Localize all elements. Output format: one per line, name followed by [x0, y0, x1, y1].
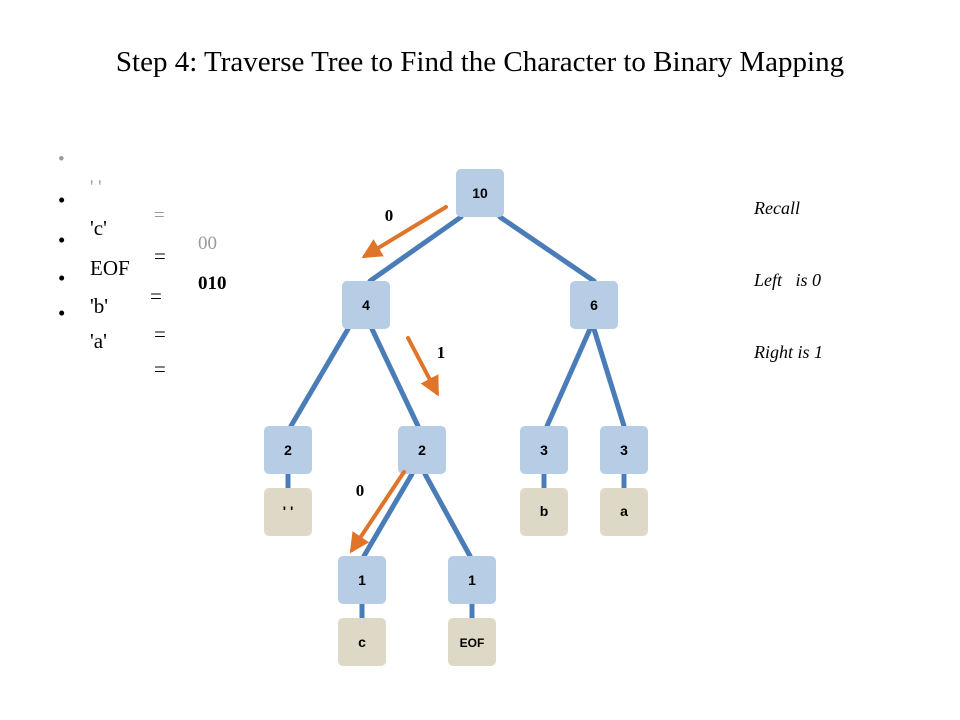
- mapping-char: 'c': [90, 216, 107, 240]
- tree-node: [456, 169, 504, 217]
- mapping-char: 'b': [90, 294, 109, 318]
- edge-6-3b: [591, 326, 627, 429]
- traversal-arrow-3: [349, 470, 406, 554]
- tree-node-label: 2: [284, 442, 292, 458]
- tree-node: [600, 426, 648, 474]
- mapping-row-space: • ' ' = 00: [58, 118, 217, 254]
- traversal-arrow-2: [406, 336, 439, 397]
- tree-nodes: 10 4 6 2 2 3 3 1 1: [264, 169, 648, 604]
- mapping-row-c: • 'c' = 010: [58, 158, 227, 294]
- tree-node-label: 3: [620, 442, 628, 458]
- tree-node: [570, 281, 618, 329]
- recall-title: Recall: [754, 198, 800, 218]
- tree-node-label: 1: [468, 572, 476, 588]
- mapping-equals: =: [150, 284, 162, 308]
- edge-4-2b: [369, 326, 421, 429]
- recall-note: Recall Left is 0 Right is 1: [754, 148, 823, 388]
- bullet: •: [58, 149, 65, 170]
- recall-left: Left is 0: [754, 270, 822, 290]
- mapping-equals: =: [154, 244, 166, 268]
- tree-leaf-label: ' ': [283, 503, 294, 519]
- traversal-arrows: [349, 205, 448, 554]
- tree-leaf-label: a: [620, 503, 628, 519]
- edge-6-3a: [544, 326, 593, 429]
- edge-root-4: [367, 214, 464, 284]
- mapping-code: 00: [198, 233, 217, 254]
- tree-leaf: [600, 488, 648, 536]
- tree-node: [342, 281, 390, 329]
- tree-node: [338, 556, 386, 604]
- arrow-label: 0: [385, 206, 394, 225]
- tree-node-label: 2: [418, 442, 426, 458]
- mapping-row-eof: • EOF =: [58, 198, 162, 308]
- tree-leaf: [264, 488, 312, 536]
- recall-right: Right is 1: [754, 342, 824, 362]
- mapping-row-a: • 'a' =: [58, 271, 166, 381]
- page-title: Step 4: Traverse Tree to Find the Charac…: [115, 46, 845, 78]
- tree-leaf-label: EOF: [460, 636, 485, 650]
- edge-2b-1a: [361, 471, 415, 559]
- tree-node-label: 10: [472, 185, 488, 201]
- mapping-equals: =: [154, 357, 166, 381]
- mapping-equals: =: [154, 205, 165, 226]
- tree-leaf: [520, 488, 568, 536]
- tree-node-label: 3: [540, 442, 548, 458]
- tree-edges: [285, 214, 627, 621]
- mapping-row-b: • 'b' =: [58, 236, 166, 346]
- arrow-labels: 0 1 0: [356, 206, 446, 500]
- mapping-char: 'a': [90, 329, 107, 353]
- bullet: •: [58, 228, 66, 252]
- traversal-arrow-1: [361, 205, 448, 259]
- tree-node: [520, 426, 568, 474]
- bullet: •: [58, 188, 66, 212]
- tree-node-label: 6: [590, 297, 598, 313]
- tree-node: [448, 556, 496, 604]
- bullet: •: [58, 266, 66, 290]
- mapping-char: ' ': [90, 177, 102, 198]
- tree-leaf-label: b: [540, 503, 549, 519]
- arrow-label: 1: [437, 343, 446, 362]
- bullet: •: [58, 301, 66, 325]
- arrow-label: 0: [356, 481, 365, 500]
- edge-4-2a: [288, 326, 351, 429]
- mapping-list: • ' ' = 00 • 'c' = 010 • EOF = • 'b' = •…: [58, 0, 318, 381]
- tree-leaf: [448, 618, 496, 666]
- tree-node: [264, 426, 312, 474]
- tree-leaf: [338, 618, 386, 666]
- edge-2b-1b: [422, 471, 473, 559]
- tree-leaves: ' ' b a c EOF: [264, 488, 648, 666]
- tree-node: [398, 426, 446, 474]
- mapping-equals: =: [154, 322, 166, 346]
- edge-root-6: [497, 214, 597, 284]
- mapping-char: EOF: [90, 256, 130, 280]
- tree-leaf-label: c: [358, 634, 366, 650]
- mapping-code: 010: [198, 273, 227, 294]
- tree-node-label: 1: [358, 572, 366, 588]
- tree-node-label: 4: [362, 297, 370, 313]
